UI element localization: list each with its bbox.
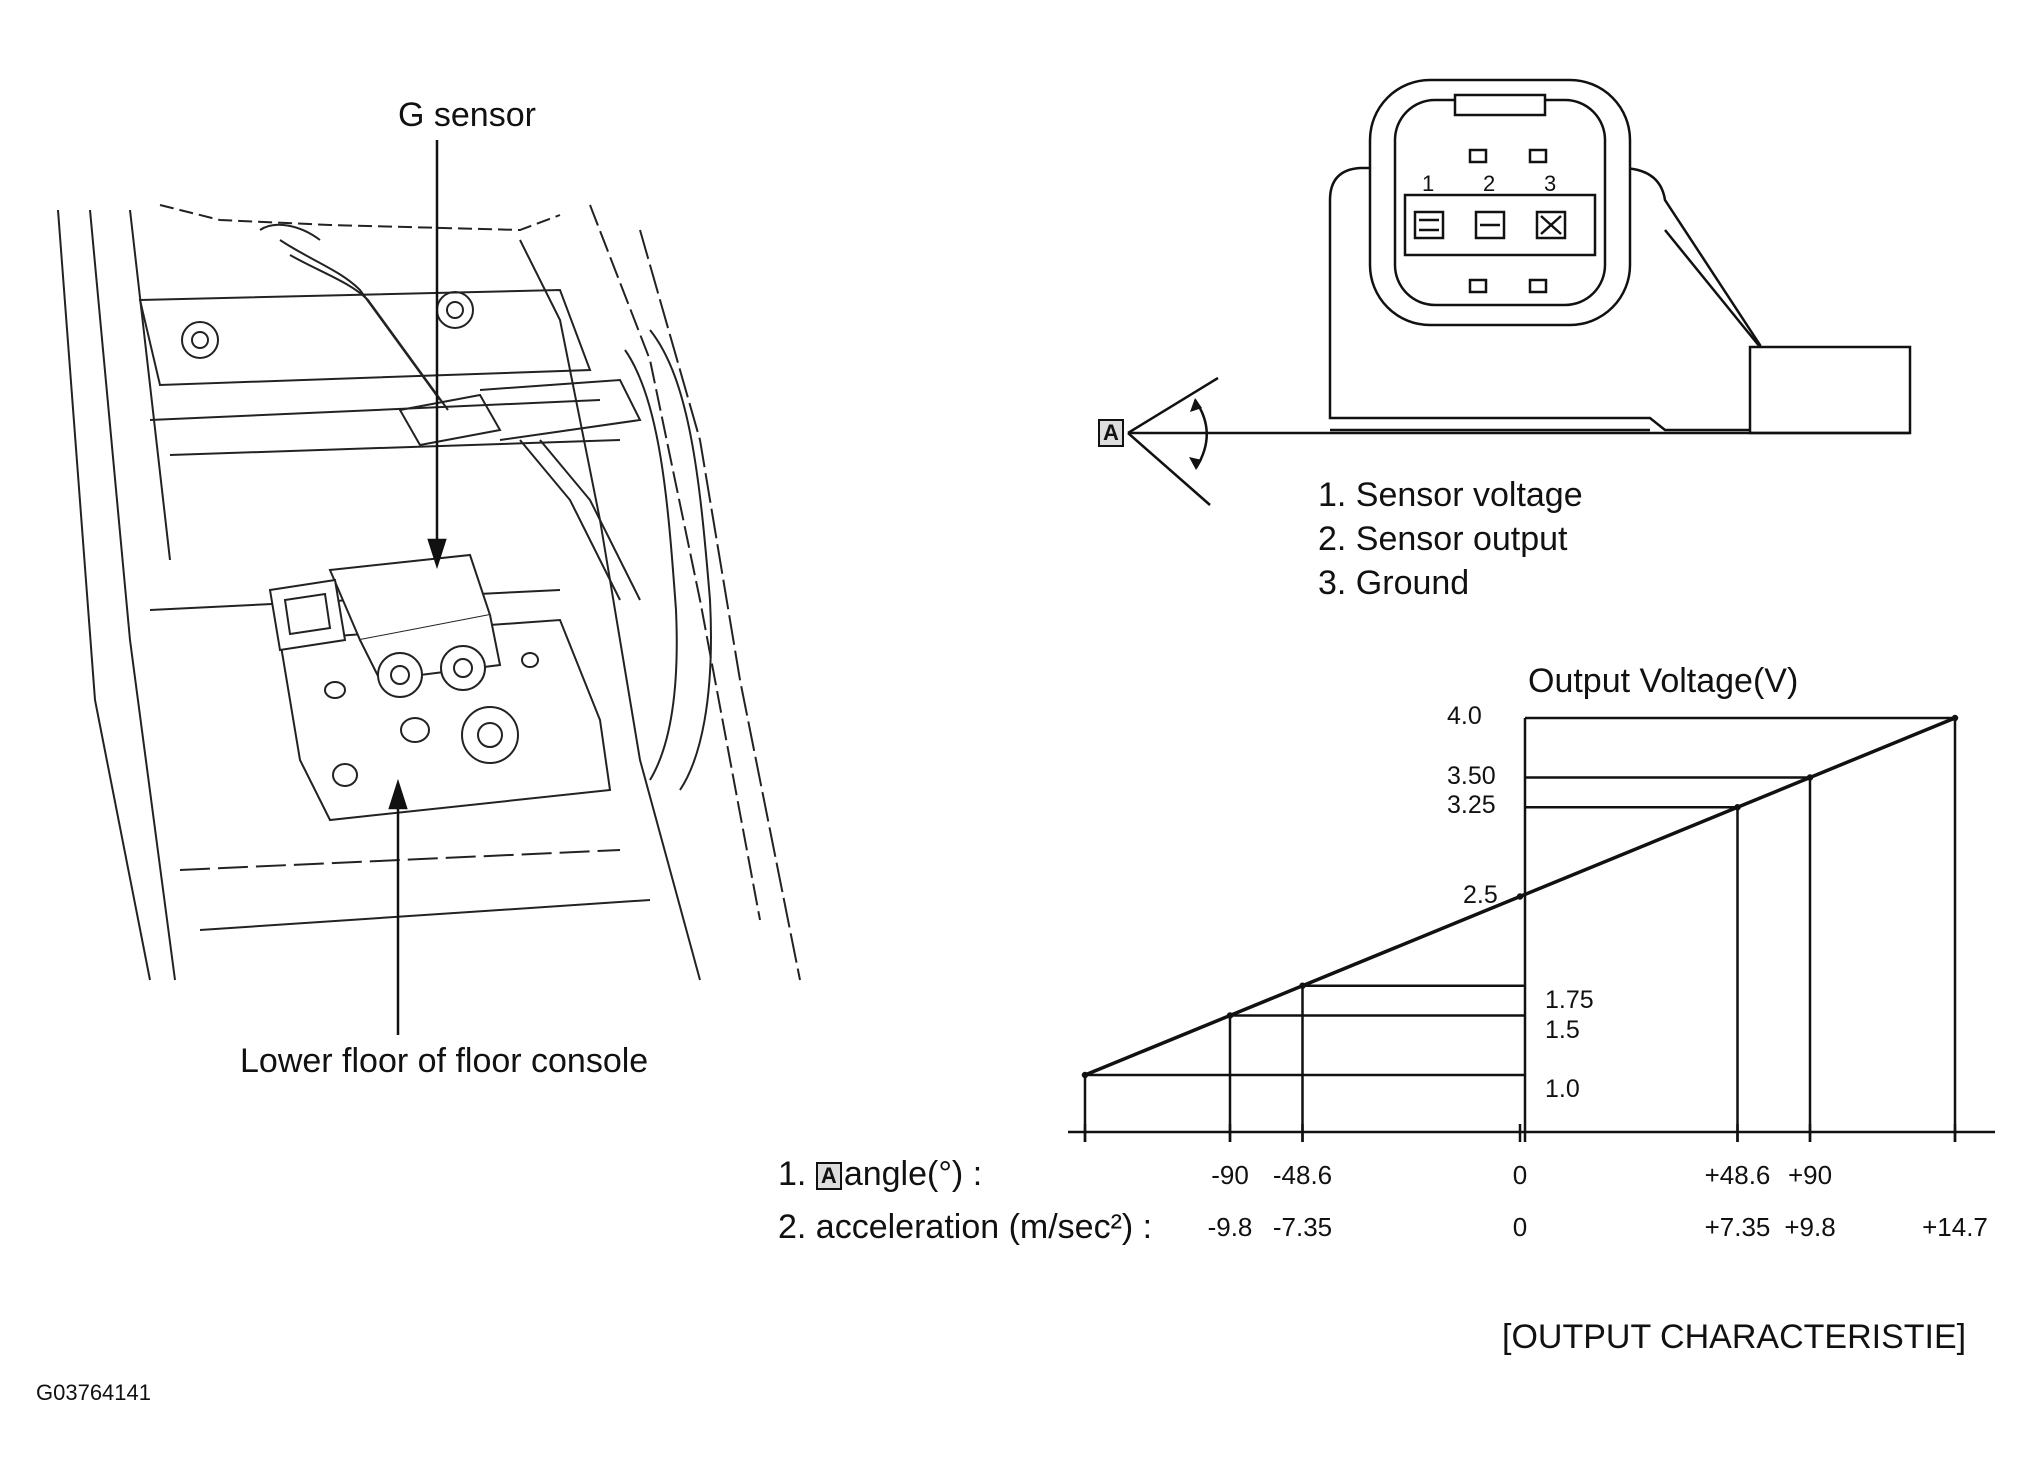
angle-tick-label: +90 — [1787, 1160, 1833, 1190]
y-tick-label: 3.50 — [1447, 761, 1496, 790]
pin-number-3: 3 — [1544, 171, 1557, 196]
chart-title: Output Voltage(V) — [1528, 662, 1799, 700]
pin-1-terminal — [1413, 210, 1445, 240]
pin-1-description: 1. Sensor voltage — [1318, 476, 1583, 514]
figure-code: G03764141 — [36, 1380, 151, 1405]
pin-number-1: 1 — [1422, 171, 1435, 196]
acceleration-tick-label: +9.8 — [1784, 1212, 1836, 1242]
pin-3-description: 3. Ground — [1318, 564, 1470, 602]
angle-tick-label: +48.6 — [1704, 1160, 1771, 1190]
y-tick-label: 1.5 — [1545, 1015, 1580, 1044]
angle-tick-label: -48.6 — [1272, 1160, 1333, 1190]
y-tick-label: 1.0 — [1545, 1075, 1580, 1103]
floor-console-label: Lower floor of floor console — [240, 1042, 649, 1080]
chart-caption: [OUTPUT CHARACTERISTIE] — [1502, 1318, 1967, 1356]
y-tick-label: 1.75 — [1545, 985, 1594, 1014]
angle-marker-a: A — [1098, 419, 1126, 447]
y-tick-label: 3.25 — [1447, 791, 1496, 820]
pin-2-description: 2. Sensor output — [1318, 520, 1568, 558]
y-tick-label: 4.0 — [1447, 702, 1482, 730]
pin-3-terminal — [1535, 210, 1567, 240]
data-point-4 — [1734, 804, 1741, 811]
acceleration-tick-label: -9.8 — [1207, 1212, 1253, 1242]
acceleration-tick-label: +14.7 — [1922, 1212, 1988, 1242]
data-point-0 — [1081, 1071, 1089, 1079]
pin-2-terminal — [1474, 210, 1506, 240]
g-sensor-label: G sensor — [398, 96, 536, 134]
angle-tick-label: -90 — [1211, 1160, 1249, 1190]
angle-tick-label: 0 — [1512, 1160, 1528, 1190]
data-point-1 — [1226, 1012, 1234, 1019]
data-point-3 — [1516, 893, 1524, 900]
data-point-6 — [1951, 714, 1959, 722]
acceleration-tick-label: -7.35 — [1272, 1212, 1333, 1242]
data-point-5 — [1806, 774, 1814, 781]
y-tick-label: 2.5 — [1463, 880, 1498, 909]
data-point-2 — [1299, 982, 1306, 989]
pin-number-2: 2 — [1483, 171, 1496, 196]
acceleration-tick-label: 0 — [1512, 1212, 1528, 1242]
acceleration-row-label: 2. acceleration (m/sec²) : — [778, 1208, 1153, 1246]
acceleration-tick-label: +7.35 — [1704, 1212, 1771, 1242]
